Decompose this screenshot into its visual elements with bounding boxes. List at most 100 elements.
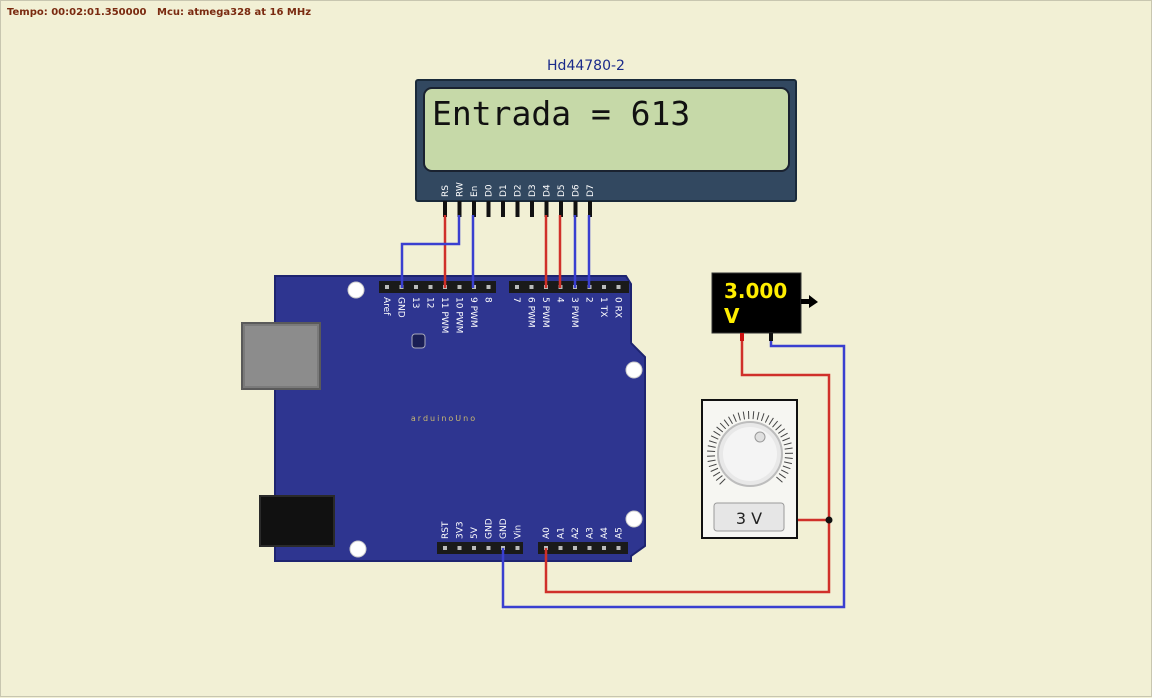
header-pin-hole[interactable] [559, 546, 563, 550]
power-jack [260, 496, 334, 546]
lcd-pin-leg[interactable] [443, 201, 447, 217]
lcd-pin-label: D7 [586, 184, 596, 197]
analog-pin-label: A2 [571, 527, 581, 539]
pot-scale-tick [707, 451, 715, 452]
digital-pin-label: 8 [483, 297, 493, 303]
header-pin-hole[interactable] [429, 285, 433, 289]
usb-connector-inner [245, 326, 317, 386]
header-pin-hole[interactable] [530, 285, 534, 289]
voltmeter-value: 3.000 [724, 279, 787, 303]
header-pin-hole[interactable] [515, 285, 519, 289]
header-pin-hole[interactable] [602, 546, 606, 550]
power-header [437, 542, 523, 554]
lcd-pin-label: D1 [499, 184, 509, 197]
analog-pin-label: A5 [615, 527, 625, 539]
lcd-pin-leg[interactable] [501, 201, 505, 217]
power-pin-label: Vin [514, 525, 524, 539]
mounting-hole [626, 362, 642, 378]
lcd-pin-label: D5 [557, 184, 567, 197]
digital-pin-label: 0 RX [613, 297, 623, 318]
header-pin-hole[interactable] [617, 546, 621, 550]
voltmeter-plus-terminal [740, 333, 744, 341]
digital-pin-label: 9 PWM [468, 297, 478, 328]
header-pin-hole[interactable] [487, 546, 491, 550]
arduino-logo: arduinoUno [411, 414, 477, 423]
header-pin-hole[interactable] [385, 285, 389, 289]
digital-pin-label: 2 [584, 297, 594, 303]
analog-pin-label: A0 [542, 527, 552, 539]
digital-header-right [509, 281, 629, 293]
lcd-title: Hd44780-2 [547, 58, 625, 74]
potentiometer-knob-face [723, 427, 777, 481]
digital-pin-label: 7 [511, 297, 521, 303]
header-pin-hole[interactable] [617, 285, 621, 289]
header-pin-hole[interactable] [602, 285, 606, 289]
wire-junction [826, 517, 833, 524]
lcd-pin-leg[interactable] [545, 201, 549, 217]
digital-pin-label: 6 PWM [526, 297, 536, 328]
lcd-pin-label: D2 [514, 184, 524, 197]
digital-pin-label: 1 TX [598, 297, 608, 317]
lcd-pin-leg[interactable] [487, 201, 491, 217]
header-pin-hole[interactable] [487, 285, 491, 289]
lcd-display-text: Entrada = 613 [432, 94, 690, 133]
lcd-pin-leg[interactable] [458, 201, 462, 217]
lcd-pin-leg[interactable] [530, 201, 534, 217]
voltmeter[interactable]: 3.000 V [712, 273, 818, 341]
mounting-hole [350, 541, 366, 557]
header-pin-hole[interactable] [458, 285, 462, 289]
potentiometer[interactable]: 3 V [702, 400, 797, 538]
lcd-pin-leg[interactable] [559, 201, 563, 217]
mounting-hole [626, 511, 642, 527]
header-pin-hole[interactable] [573, 546, 577, 550]
analog-pin-label: A3 [586, 527, 596, 539]
digital-pin-label: 4 [555, 297, 565, 303]
digital-pin-label: 3 PWM [569, 297, 579, 328]
header-pin-hole[interactable] [588, 546, 592, 550]
power-pin-label: GND [499, 518, 509, 539]
header-pin-hole[interactable] [516, 546, 520, 550]
digital-pin-label: GND [396, 297, 406, 318]
lcd-pin-leg[interactable] [472, 201, 476, 217]
digital-pin-label: 12 [425, 297, 435, 308]
lcd-pin-label: D3 [528, 184, 538, 197]
digital-pin-label: 11 PWM [439, 297, 449, 333]
lcd-pin-label: D6 [572, 184, 582, 197]
analog-header [538, 542, 628, 554]
reset-button[interactable] [412, 334, 425, 348]
digital-pin-label: 10 PWM [454, 297, 464, 333]
digital-pin-label: 13 [410, 297, 420, 308]
lcd-pin-leg[interactable] [516, 201, 520, 217]
digital-pin-label: 5 PWM [540, 297, 550, 328]
header-pin-hole[interactable] [443, 546, 447, 550]
potentiometer-indicator-icon [755, 432, 765, 442]
lcd-pin-leg[interactable] [588, 201, 592, 217]
header-pin-hole[interactable] [472, 546, 476, 550]
header-pin-hole[interactable] [414, 285, 418, 289]
header-pin-hole[interactable] [458, 546, 462, 550]
lcd-pin-legs [443, 201, 592, 217]
voltmeter-probe-icon [801, 295, 818, 308]
lcd-pin-label: RS [441, 185, 451, 197]
power-pin-label: RST [441, 521, 451, 539]
lcd-pin-leg[interactable] [574, 201, 578, 217]
analog-pin-label: A1 [557, 527, 567, 539]
potentiometer-label: 3 V [736, 509, 762, 528]
lcd-pin-label: D4 [543, 184, 553, 197]
pot-scale-tick [753, 411, 754, 419]
lcd-pin-label: D0 [485, 184, 495, 197]
power-pin-label: GND [485, 518, 495, 539]
mounting-hole [348, 282, 364, 298]
lcd-pin-label: RW [456, 182, 466, 197]
power-pin-label: 5V [470, 526, 480, 539]
analog-pin-label: A4 [600, 527, 610, 539]
voltmeter-unit: V [724, 304, 740, 328]
digital-pin-label: Aref [381, 297, 391, 316]
power-pin-label: 3V3 [456, 521, 466, 539]
digital-header-left [379, 281, 496, 293]
